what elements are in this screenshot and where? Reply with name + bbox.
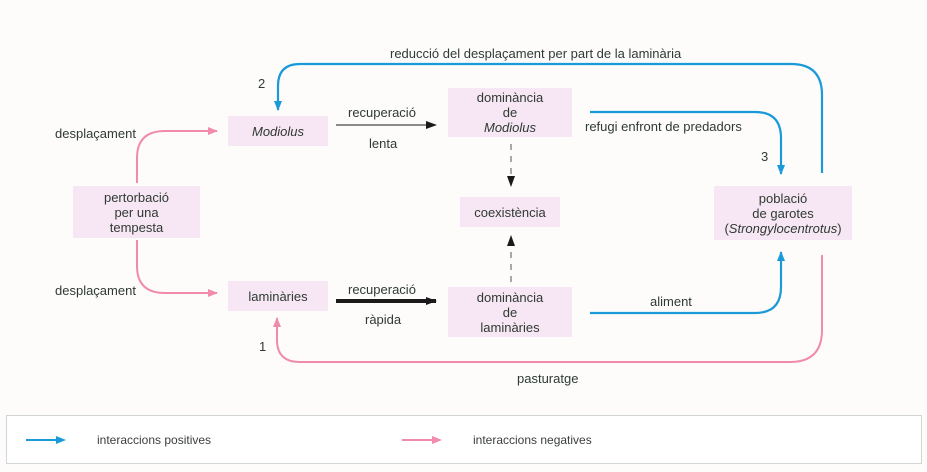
marker-number-1: 1 xyxy=(259,339,267,354)
arrow-refuge-from-predators xyxy=(590,110,785,175)
node-coexistence: coexistència xyxy=(460,197,560,227)
node-dominance-laminaries-line3: laminàries xyxy=(480,319,540,335)
legend-negative-label: interaccions negatives xyxy=(473,432,592,447)
node-urchins-line2: de garotes xyxy=(752,205,814,221)
label-slow-recovery-top: recuperació xyxy=(348,105,416,120)
node-dominance-modiolus-line3: Modiolus xyxy=(483,120,537,135)
label-food: aliment xyxy=(650,294,692,309)
marker-number-3: 3 xyxy=(761,149,769,164)
node-dominance-modiolus-line2: de xyxy=(502,105,518,120)
urchins-paren-close: ) xyxy=(837,220,842,236)
label-displacement-bottom: desplaçament xyxy=(55,283,136,298)
label-reduction: reducció del desplaçament per part de la… xyxy=(390,46,682,61)
arrow-displacement-to-modiolus xyxy=(136,127,218,183)
node-coexistence-label: coexistència xyxy=(474,204,546,220)
node-laminaries-label: laminàries xyxy=(248,288,308,304)
marker-number-2: 2 xyxy=(258,76,266,91)
blue-arrow-icon xyxy=(26,435,66,444)
node-dominance-laminaries: dominància de laminàries xyxy=(448,287,572,337)
arrow-reduction-of-displacement xyxy=(274,62,824,173)
node-dominance-laminaries-line1: dominància xyxy=(476,289,544,305)
node-dominance-modiolus-line1: dominància xyxy=(476,90,544,105)
urchins-genus: Strongylocentrotus xyxy=(728,220,838,236)
legend-item-negative: interaccions negatives xyxy=(401,416,592,463)
node-modiolus: Modiolus xyxy=(228,116,328,146)
node-urchin-population: població de garotes (Strongylocentrotus) xyxy=(714,186,852,240)
node-disturbance: pertorbació per una tempesta xyxy=(73,186,200,238)
label-displacement-top: desplaçament xyxy=(55,126,136,141)
node-dominance-laminaries-line2: de xyxy=(502,304,518,320)
legend-positive-label: interaccions positives xyxy=(97,432,212,447)
legend-item-positive: interaccions positives xyxy=(25,416,211,463)
node-disturbance-line1: pertorbació xyxy=(103,189,170,205)
label-refuge: refugi enfront de predadors xyxy=(585,119,742,134)
legend: interaccions positives interaccions nega… xyxy=(6,415,922,464)
arrow-grazing xyxy=(273,255,823,363)
arrow-food xyxy=(590,251,785,315)
node-modiolus-label: Modiolus xyxy=(251,123,305,139)
node-urchins-line1: població xyxy=(758,190,808,206)
label-slow-recovery-bottom: lenta xyxy=(369,136,398,151)
node-disturbance-line3: tempesta xyxy=(109,219,164,235)
arrow-displacement-to-laminaries xyxy=(136,240,218,297)
label-fast-recovery-top: recuperació xyxy=(348,282,416,297)
node-laminaries: laminàries xyxy=(228,281,328,311)
urchins-paren-open: ( xyxy=(724,220,729,236)
node-dominance-modiolus: dominància de Modiolus xyxy=(448,88,572,137)
node-disturbance-line2: per una xyxy=(114,204,159,220)
pink-arrow-icon xyxy=(402,435,442,444)
label-fast-recovery-bottom: ràpida xyxy=(365,312,402,327)
label-grazing: pasturatge xyxy=(517,371,579,386)
node-urchins-line3: (Strongylocentrotus) xyxy=(724,221,841,236)
